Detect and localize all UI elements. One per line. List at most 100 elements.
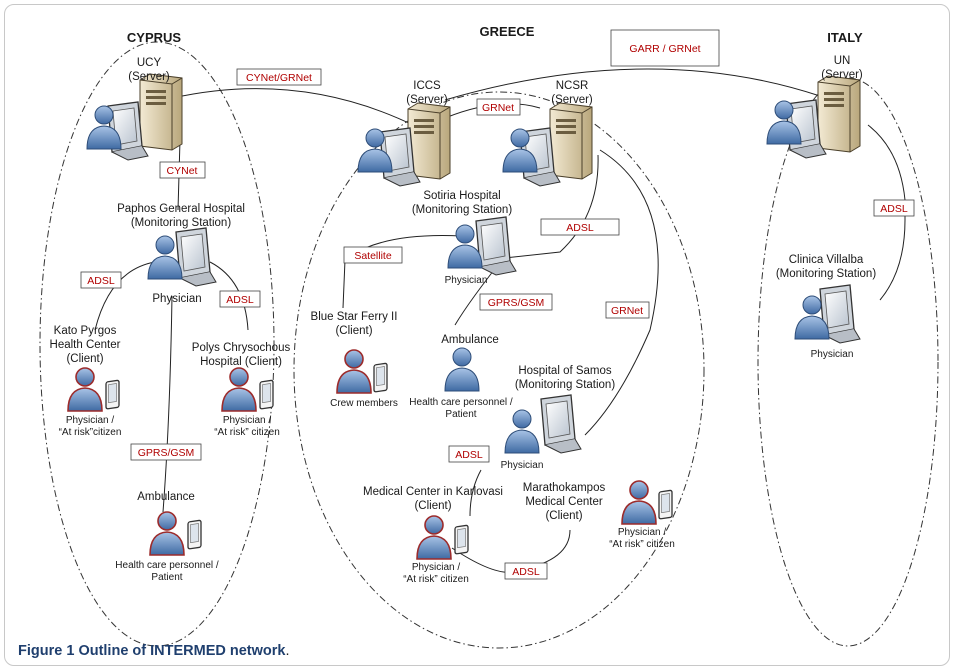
person-icon (221, 367, 257, 412)
svg-text:CYNet: CYNet (167, 165, 198, 177)
svg-text:ADSL: ADSL (512, 566, 540, 578)
svg-text:GPRS/GSM: GPRS/GSM (488, 297, 545, 309)
region-title-cyprus: CYPRUS (127, 30, 182, 45)
sotiria-station-group (447, 216, 517, 276)
karlovasi-role: Physician /“At risk” citizen (403, 562, 469, 585)
tablet-icon (105, 379, 120, 410)
region-title-greece: GREECE (480, 24, 535, 39)
person-icon (416, 515, 452, 560)
svg-text:GRNet: GRNet (611, 305, 643, 317)
link-adsl-sotiria: ADSL (540, 218, 620, 236)
ucy-label: UCY(Server) (128, 57, 170, 83)
svg-text:ADSL: ADSL (226, 294, 254, 306)
caption-label: Figure 1 (18, 643, 75, 659)
marathokampos-client-group (621, 480, 673, 525)
link-adsl-marathokampos: ADSL (504, 562, 548, 580)
tablet-icon (658, 489, 673, 520)
link-satellite: Satellite (343, 246, 403, 264)
link-adsl-italy: ADSL (873, 199, 915, 217)
link-labels: CYNet/GRNet GARR / GRNet GRNet CYNet ADS… (80, 29, 915, 580)
person-icon (336, 349, 372, 394)
link-garr-grnet: GARR / GRNet (610, 29, 720, 67)
link-adsl-polys: ADSL (219, 290, 261, 308)
ucy-server-group (86, 73, 183, 161)
tablet-icon (373, 362, 388, 393)
un-label: UN(Server) (821, 55, 863, 81)
ambulance-gr-role: Health care personnel /Patient (409, 397, 513, 420)
region-boundaries (39, 41, 939, 649)
tablet-icon (187, 519, 202, 550)
monitor-icon (540, 394, 582, 454)
caption-end: . (285, 643, 290, 659)
svg-text:GRNet: GRNet (482, 102, 514, 114)
svg-text:ADSL: ADSL (87, 275, 115, 287)
ambulance-gr-label: Ambulance (441, 334, 499, 346)
ambulance-cy-label: Ambulance (137, 491, 195, 503)
svg-text:GARR / GRNet: GARR / GRNet (629, 43, 700, 55)
svg-text:ADSL: ADSL (455, 449, 483, 461)
paphos-role: Physician (152, 293, 201, 305)
server-icon (817, 75, 861, 153)
iccs-server-group (357, 102, 451, 187)
ambulance-cy-role: Health care personnel /Patient (115, 560, 219, 583)
svg-text:GPRS/GSM: GPRS/GSM (138, 447, 195, 459)
italy-region (757, 77, 939, 647)
person-icon (504, 409, 540, 454)
ambulance-gr-group (444, 347, 480, 392)
polys-client-group (221, 367, 274, 412)
iccs-label: ICCS(Server) (406, 80, 448, 106)
link-adsl-karlovasi: ADSL (448, 445, 490, 463)
cyprus-region (39, 41, 275, 647)
greece-region (293, 91, 705, 649)
paphos-station-group (147, 227, 217, 287)
person-icon (149, 511, 185, 556)
villalba-label: Clinica Villalba(Monitoring Station) (776, 254, 877, 280)
server-icon (139, 73, 183, 151)
person-icon (621, 480, 657, 525)
person-icon (67, 367, 103, 412)
kato-role: Physician /“At risk”citizen (59, 415, 122, 438)
link-grnet-samos: GRNet (605, 301, 650, 319)
svg-text:ADSL: ADSL (566, 222, 594, 234)
ambulance-cy-group (149, 511, 202, 556)
samos-role: Physician (501, 460, 544, 471)
sotiria-label: Sotiria Hospital(Monitoring Station) (412, 190, 513, 216)
tablet-icon (454, 524, 469, 555)
ncsr-label: NCSR(Server) (551, 80, 593, 106)
karlovasi-label: Medical Center in Karlovasi(Client) (363, 486, 503, 512)
svg-text:CYNet/GRNet: CYNet/GRNet (246, 72, 312, 84)
tablet-icon (259, 379, 274, 410)
server-icon (549, 102, 593, 180)
region-title-italy: ITALY (827, 30, 863, 45)
ncsr-server-group (502, 102, 593, 187)
link-cynet-grnet: CYNet/GRNet (236, 68, 322, 86)
samos-label: Hospital of Samos(Monitoring Station) (515, 365, 616, 391)
figure-caption: Figure 1 Outline of INTERMED network. (18, 643, 290, 659)
karlovasi-client-group (416, 515, 469, 560)
villalba-role: Physician (811, 349, 854, 360)
caption-title: Outline of INTERMED network (78, 643, 286, 659)
link-cynet: CYNet (159, 161, 206, 179)
link-gprs-gr: GPRS/GSM (479, 293, 553, 311)
kato-client-group (67, 367, 120, 412)
bluestar-client-group (336, 349, 388, 394)
link-gprs-cy: GPRS/GSM (130, 443, 202, 461)
svg-text:ADSL: ADSL (880, 203, 908, 215)
person-icon (444, 347, 480, 392)
paphos-label: Paphos General Hospital(Monitoring Stati… (117, 203, 245, 229)
bluestar-label: Blue Star Ferry II(Client) (311, 311, 398, 337)
node-labels: UCY(Server) ICCS(Server) NCSR(Server) UN… (50, 55, 877, 585)
marathokampos-role: Physician /“At risk” citizen (609, 527, 675, 550)
samos-station-group (504, 394, 582, 454)
link-grnet-iccs-ncsr: GRNet (476, 98, 521, 116)
bluestar-role: Crew members (330, 398, 398, 409)
link-adsl-kato: ADSL (80, 271, 122, 289)
un-server-group (766, 75, 861, 159)
polys-role: Physician /“At risk” citizen (214, 415, 280, 438)
server-icon (407, 102, 451, 180)
villalba-station-group (794, 284, 861, 344)
